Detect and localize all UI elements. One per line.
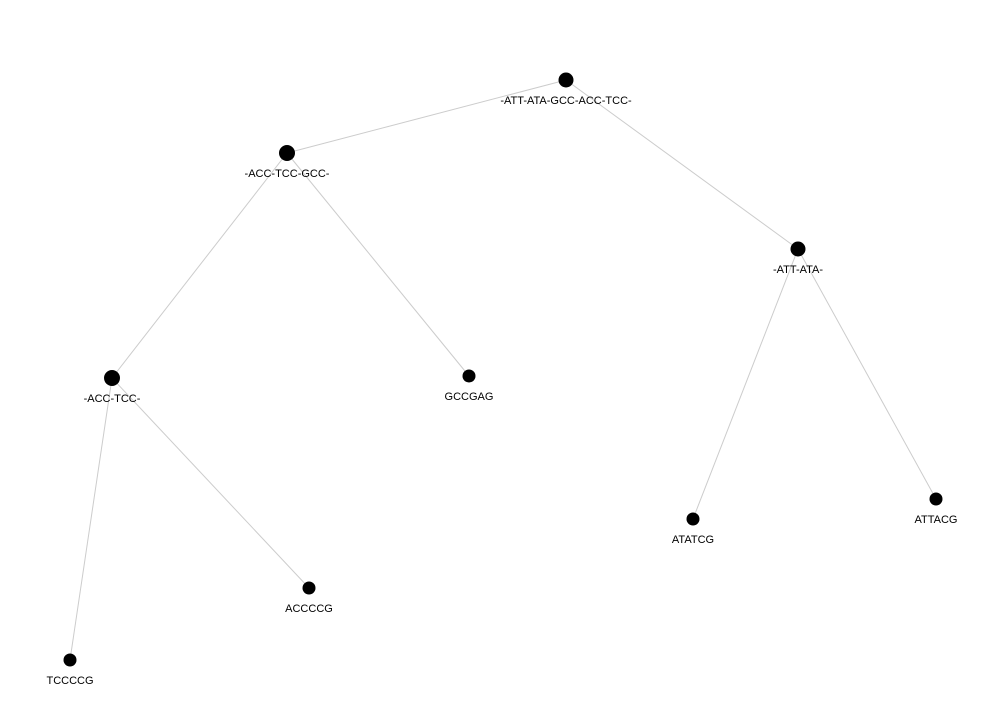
leaf-node-dot[interactable]	[63, 653, 77, 667]
tree-node-n-acc-tcc-gcc[interactable]: -ACC-TCC-GCC-	[245, 145, 330, 180]
leaf-node-dot[interactable]	[462, 369, 476, 383]
tree-node-leaf-attacg[interactable]: ATTACG	[915, 492, 958, 527]
node-label: -ACC-TCC-GCC-	[245, 168, 330, 180]
edge-n-acc-tcc-to-leaf-accccg	[111, 377, 310, 589]
tree-node-leaf-atatcg[interactable]: ATATCG	[672, 512, 714, 547]
tree-node-root[interactable]: -ATT-ATA-GCC-ACC-TCC-	[500, 72, 632, 108]
edge-n-acc-tcc-gcc-to-leaf-gccgag	[286, 152, 470, 377]
edge-n-acc-tcc-to-leaf-tccccg	[69, 377, 113, 661]
node-label: GCCGAG	[445, 391, 494, 403]
internal-node-dot[interactable]	[790, 241, 806, 257]
edges-layer	[69, 79, 937, 661]
edge-n-att-ata-to-leaf-attacg	[797, 248, 937, 500]
node-label: ATTACG	[915, 514, 958, 526]
node-label: TCCCCG	[46, 675, 93, 687]
edge-n-acc-tcc-gcc-to-n-acc-tcc	[111, 152, 288, 379]
leaf-node-dot[interactable]	[686, 512, 700, 526]
tree-node-leaf-gccgag[interactable]: GCCGAG	[445, 369, 494, 404]
tree-node-leaf-tccccg[interactable]: TCCCCG	[46, 653, 94, 688]
leaf-node-dot[interactable]	[302, 581, 316, 595]
nodes-layer: -ATT-ATA-GCC-ACC-TCC- -ACC-TCC-GCC- -ATT-A…	[46, 72, 958, 688]
internal-node-dot[interactable]	[104, 370, 120, 386]
edge-n-att-ata-to-leaf-atatcg	[692, 248, 799, 520]
leaf-node-dot[interactable]	[929, 492, 943, 506]
tree-node-leaf-accccg[interactable]: ACCCCG	[285, 581, 333, 616]
edge-root-to-n-att-ata	[565, 79, 799, 250]
node-label: -ACC-TCC-	[84, 393, 141, 405]
tree-node-n-att-ata[interactable]: -ATT-ATA-	[773, 241, 823, 277]
node-label: -ATT-ATA-	[773, 264, 823, 276]
node-label: ATATCG	[672, 534, 714, 546]
internal-node-dot[interactable]	[279, 145, 295, 161]
internal-node-dot[interactable]	[558, 72, 574, 88]
edge-root-to-n-acc-tcc-gcc	[286, 79, 567, 154]
node-label: ACCCCG	[285, 603, 333, 615]
tree-node-n-acc-tcc[interactable]: -ACC-TCC-	[84, 370, 141, 405]
node-label: -ATT-ATA-GCC-ACC-TCC-	[500, 95, 632, 107]
